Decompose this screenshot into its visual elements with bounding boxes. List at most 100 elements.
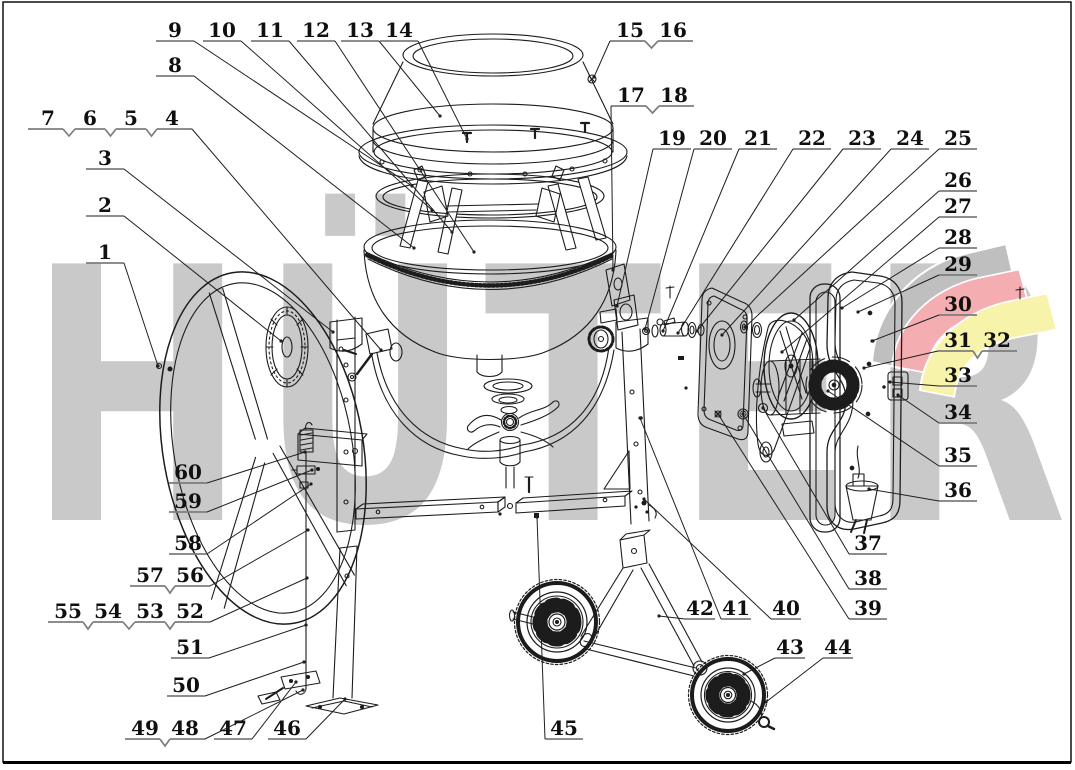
- callout-connector: [972, 350, 983, 360]
- callout-43: 43: [776, 635, 804, 659]
- callout-34: 34: [944, 400, 972, 424]
- leader-line: [644, 148, 695, 330]
- callout-59: 59: [174, 489, 202, 513]
- leader-dot: [615, 304, 619, 308]
- leader-dot: [761, 406, 765, 410]
- leader-line: [123, 215, 282, 342]
- tilt-lock-clamp: [338, 328, 403, 382]
- callout-connector: [159, 738, 171, 748]
- callout-28: 28: [944, 225, 972, 249]
- callout-connector: [164, 621, 176, 631]
- leader-dot: [302, 660, 306, 664]
- brace-rod: [291, 421, 321, 695]
- leader-line: [643, 498, 772, 620]
- v-belt: [755, 319, 811, 463]
- leader-dot: [792, 318, 796, 322]
- callout-11: 11: [256, 18, 284, 42]
- leader-line: [857, 274, 940, 313]
- leader-dot: [294, 680, 298, 684]
- leader-line: [658, 615, 686, 620]
- power-cord-plug: [845, 445, 879, 534]
- transport-wheel-front: [513, 578, 601, 666]
- ring-gear-disc: [265, 306, 309, 388]
- callout-54: 54: [94, 599, 122, 623]
- leader-dot: [450, 230, 454, 234]
- leader-line: [897, 394, 940, 424]
- leader-line: [305, 698, 346, 740]
- leader-line: [762, 407, 850, 555]
- leader-dot: [657, 614, 661, 618]
- leader-dot: [642, 497, 646, 501]
- callout-24: 24: [896, 126, 924, 150]
- logo-band-red: [890, 268, 1030, 374]
- leader-dot: [438, 114, 442, 118]
- leader-line: [677, 148, 794, 334]
- pedal-bracket: [257, 670, 321, 705]
- cross-beam-front: [355, 476, 534, 520]
- leader-line: [793, 190, 940, 321]
- leader-dot: [310, 468, 314, 472]
- callout-40: 40: [772, 596, 800, 620]
- callout-9: 9: [168, 18, 182, 42]
- leader-line: [827, 390, 940, 467]
- leader-dot: [643, 327, 647, 331]
- leader-line: [616, 148, 654, 307]
- callout-37: 37: [854, 531, 882, 555]
- callout-29: 29: [944, 252, 972, 276]
- callout-5: 5: [124, 106, 138, 130]
- small-bolts-mid: [656, 285, 1025, 360]
- leader-dot: [888, 380, 892, 384]
- leader-line: [251, 681, 297, 740]
- callout-38: 38: [854, 566, 882, 590]
- leader-line: [871, 314, 940, 342]
- leader-line: [208, 624, 307, 659]
- stand-right-column: [603, 317, 657, 525]
- leader-line: [639, 417, 722, 620]
- leader-dot: [676, 331, 680, 335]
- callout-25: 25: [944, 126, 972, 150]
- callout-48: 48: [171, 716, 199, 740]
- callout-4: 4: [165, 106, 179, 130]
- callout-13: 13: [346, 18, 374, 42]
- drum-bowl: [363, 219, 617, 378]
- leader-line: [536, 516, 546, 740]
- leader-dot: [720, 333, 724, 337]
- leader-dot: [862, 366, 866, 370]
- callout-17: 17: [617, 83, 645, 107]
- leader-line: [717, 413, 850, 620]
- callout-58: 58: [174, 531, 202, 555]
- leader-line: [206, 483, 312, 555]
- leader-line: [334, 40, 475, 253]
- leader-line: [765, 657, 824, 703]
- callout-41: 41: [722, 596, 750, 620]
- leader-line: [206, 469, 313, 513]
- leader-line: [193, 40, 413, 187]
- leader-dot: [826, 389, 830, 393]
- callout-45: 45: [550, 716, 578, 740]
- callout-20: 20: [699, 126, 727, 150]
- leader-dot: [343, 697, 347, 701]
- callout-57: 57: [136, 563, 164, 587]
- leader-line: [288, 40, 453, 233]
- leader-dot: [867, 487, 871, 491]
- leader-dot: [303, 450, 307, 454]
- leader-line: [721, 148, 892, 336]
- wheel-crank-handle: [750, 700, 776, 731]
- leader-line: [593, 40, 611, 78]
- leader-line: [889, 381, 940, 387]
- leader-dot: [870, 339, 874, 343]
- callout-1: 1: [98, 240, 112, 264]
- leader-line: [204, 661, 305, 697]
- callout-3: 3: [98, 146, 112, 170]
- bowl-cradle-frame: [371, 346, 615, 459]
- leader-dot: [472, 250, 476, 254]
- leader-dot: [304, 623, 308, 627]
- callout-connector: [104, 128, 117, 138]
- callout-15: 15: [616, 18, 644, 42]
- leader-line: [123, 262, 159, 367]
- callout-14: 14: [385, 18, 413, 42]
- leader-line: [123, 168, 334, 333]
- stand-left-column: [329, 316, 363, 533]
- small-bolts-left: [155, 362, 173, 372]
